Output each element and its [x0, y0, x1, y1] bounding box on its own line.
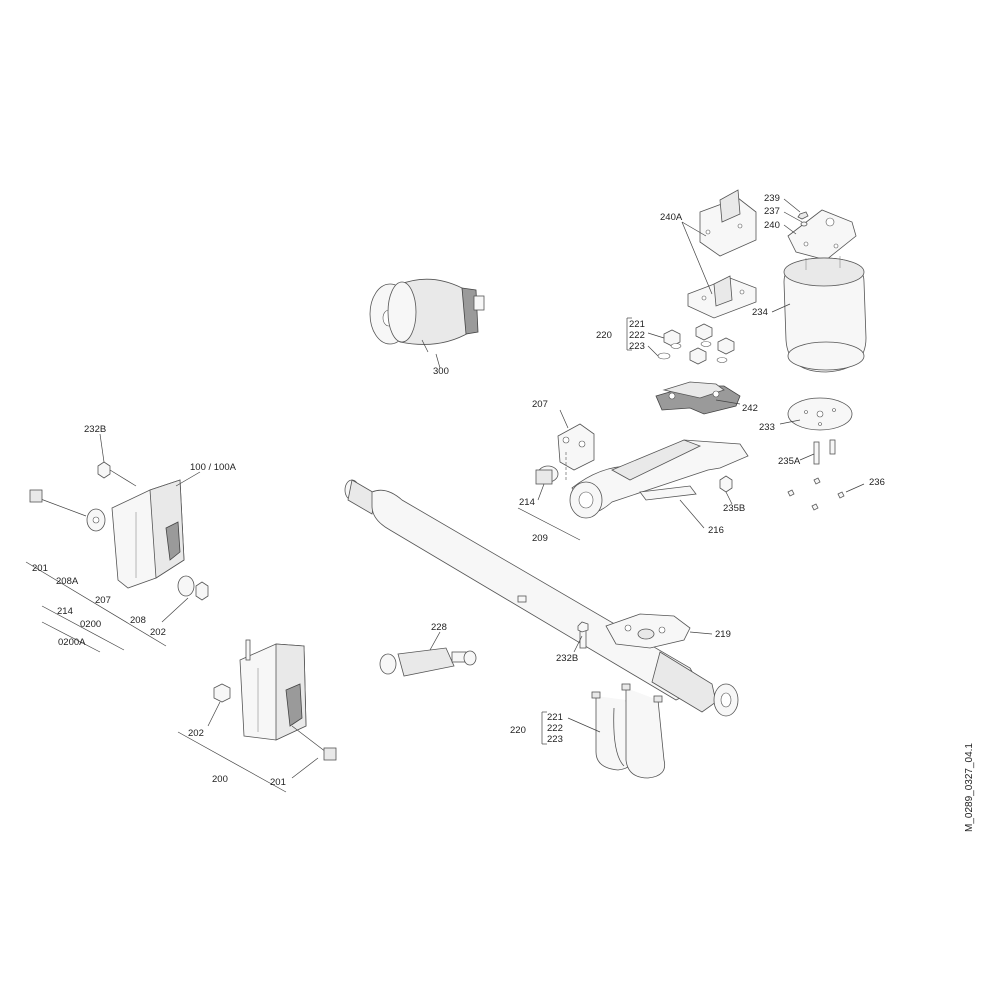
label-233: 233 [759, 422, 775, 433]
shock-absorber-228 [379, 647, 477, 677]
u-bolts-lower [591, 683, 666, 779]
label-100-100A: 100 / 100A [190, 462, 237, 473]
label-239: 239 [764, 193, 780, 204]
label-235B: 235B [723, 503, 745, 514]
label-214-hanger: 214 [57, 606, 73, 617]
label-201-lower: 201 [270, 777, 286, 788]
label-240: 240 [764, 220, 780, 231]
trailing-arm-209 [535, 423, 749, 519]
label-237: 237 [764, 206, 780, 217]
label-242: 242 [742, 403, 758, 414]
top-plate-240 [787, 209, 857, 261]
label-223-upper: 223 [629, 341, 645, 352]
label-221-upper: 221 [629, 319, 645, 330]
label-209: 209 [532, 533, 548, 544]
label-208A: 208A [56, 576, 79, 587]
label-214-arm: 214 [519, 497, 535, 508]
drawing-code: M_0289_0327_04.1 [964, 743, 975, 832]
brake-chamber-300 [369, 278, 485, 369]
axle-beam [344, 479, 739, 717]
label-222-lower: 222 [547, 723, 563, 734]
label-223-lower: 223 [547, 734, 563, 745]
hanger-bracket-200 [213, 639, 337, 761]
air-spring-234 [783, 256, 867, 373]
label-234: 234 [752, 307, 768, 318]
label-200: 200 [212, 774, 228, 785]
label-222-upper: 222 [629, 330, 645, 341]
label-228: 228 [431, 622, 447, 633]
nut-washer-set-upper [657, 323, 735, 365]
label-236: 236 [869, 477, 885, 488]
label-202-hanger: 202 [150, 627, 166, 638]
label-208: 208 [130, 615, 146, 626]
bracket-240A [687, 189, 757, 319]
label-220-lower: 220 [510, 725, 526, 736]
label-232B-axle: 232B [556, 653, 578, 664]
label-235A: 235A [778, 456, 801, 467]
label-201-hanger: 201 [32, 563, 48, 574]
label-202-lower: 202 [188, 728, 204, 739]
hanger-bracket-100 [29, 461, 209, 601]
label-220-upper: 220 [596, 330, 612, 341]
label-0200A: 0200A [58, 637, 86, 648]
label-232B-hanger: 232B [84, 424, 106, 435]
label-240A: 240A [660, 212, 683, 223]
label-207-hanger: 207 [95, 595, 111, 606]
lower-clamp-219 [577, 613, 691, 649]
piston-plate-233 [787, 397, 853, 511]
axle-clamp-242 [655, 381, 741, 415]
label-300: 300 [433, 366, 449, 377]
label-221-lower: 221 [547, 712, 563, 723]
label-207-arm: 207 [532, 399, 548, 410]
label-0200: 0200 [80, 619, 101, 630]
label-216: 216 [708, 525, 724, 536]
label-219: 219 [715, 629, 731, 640]
